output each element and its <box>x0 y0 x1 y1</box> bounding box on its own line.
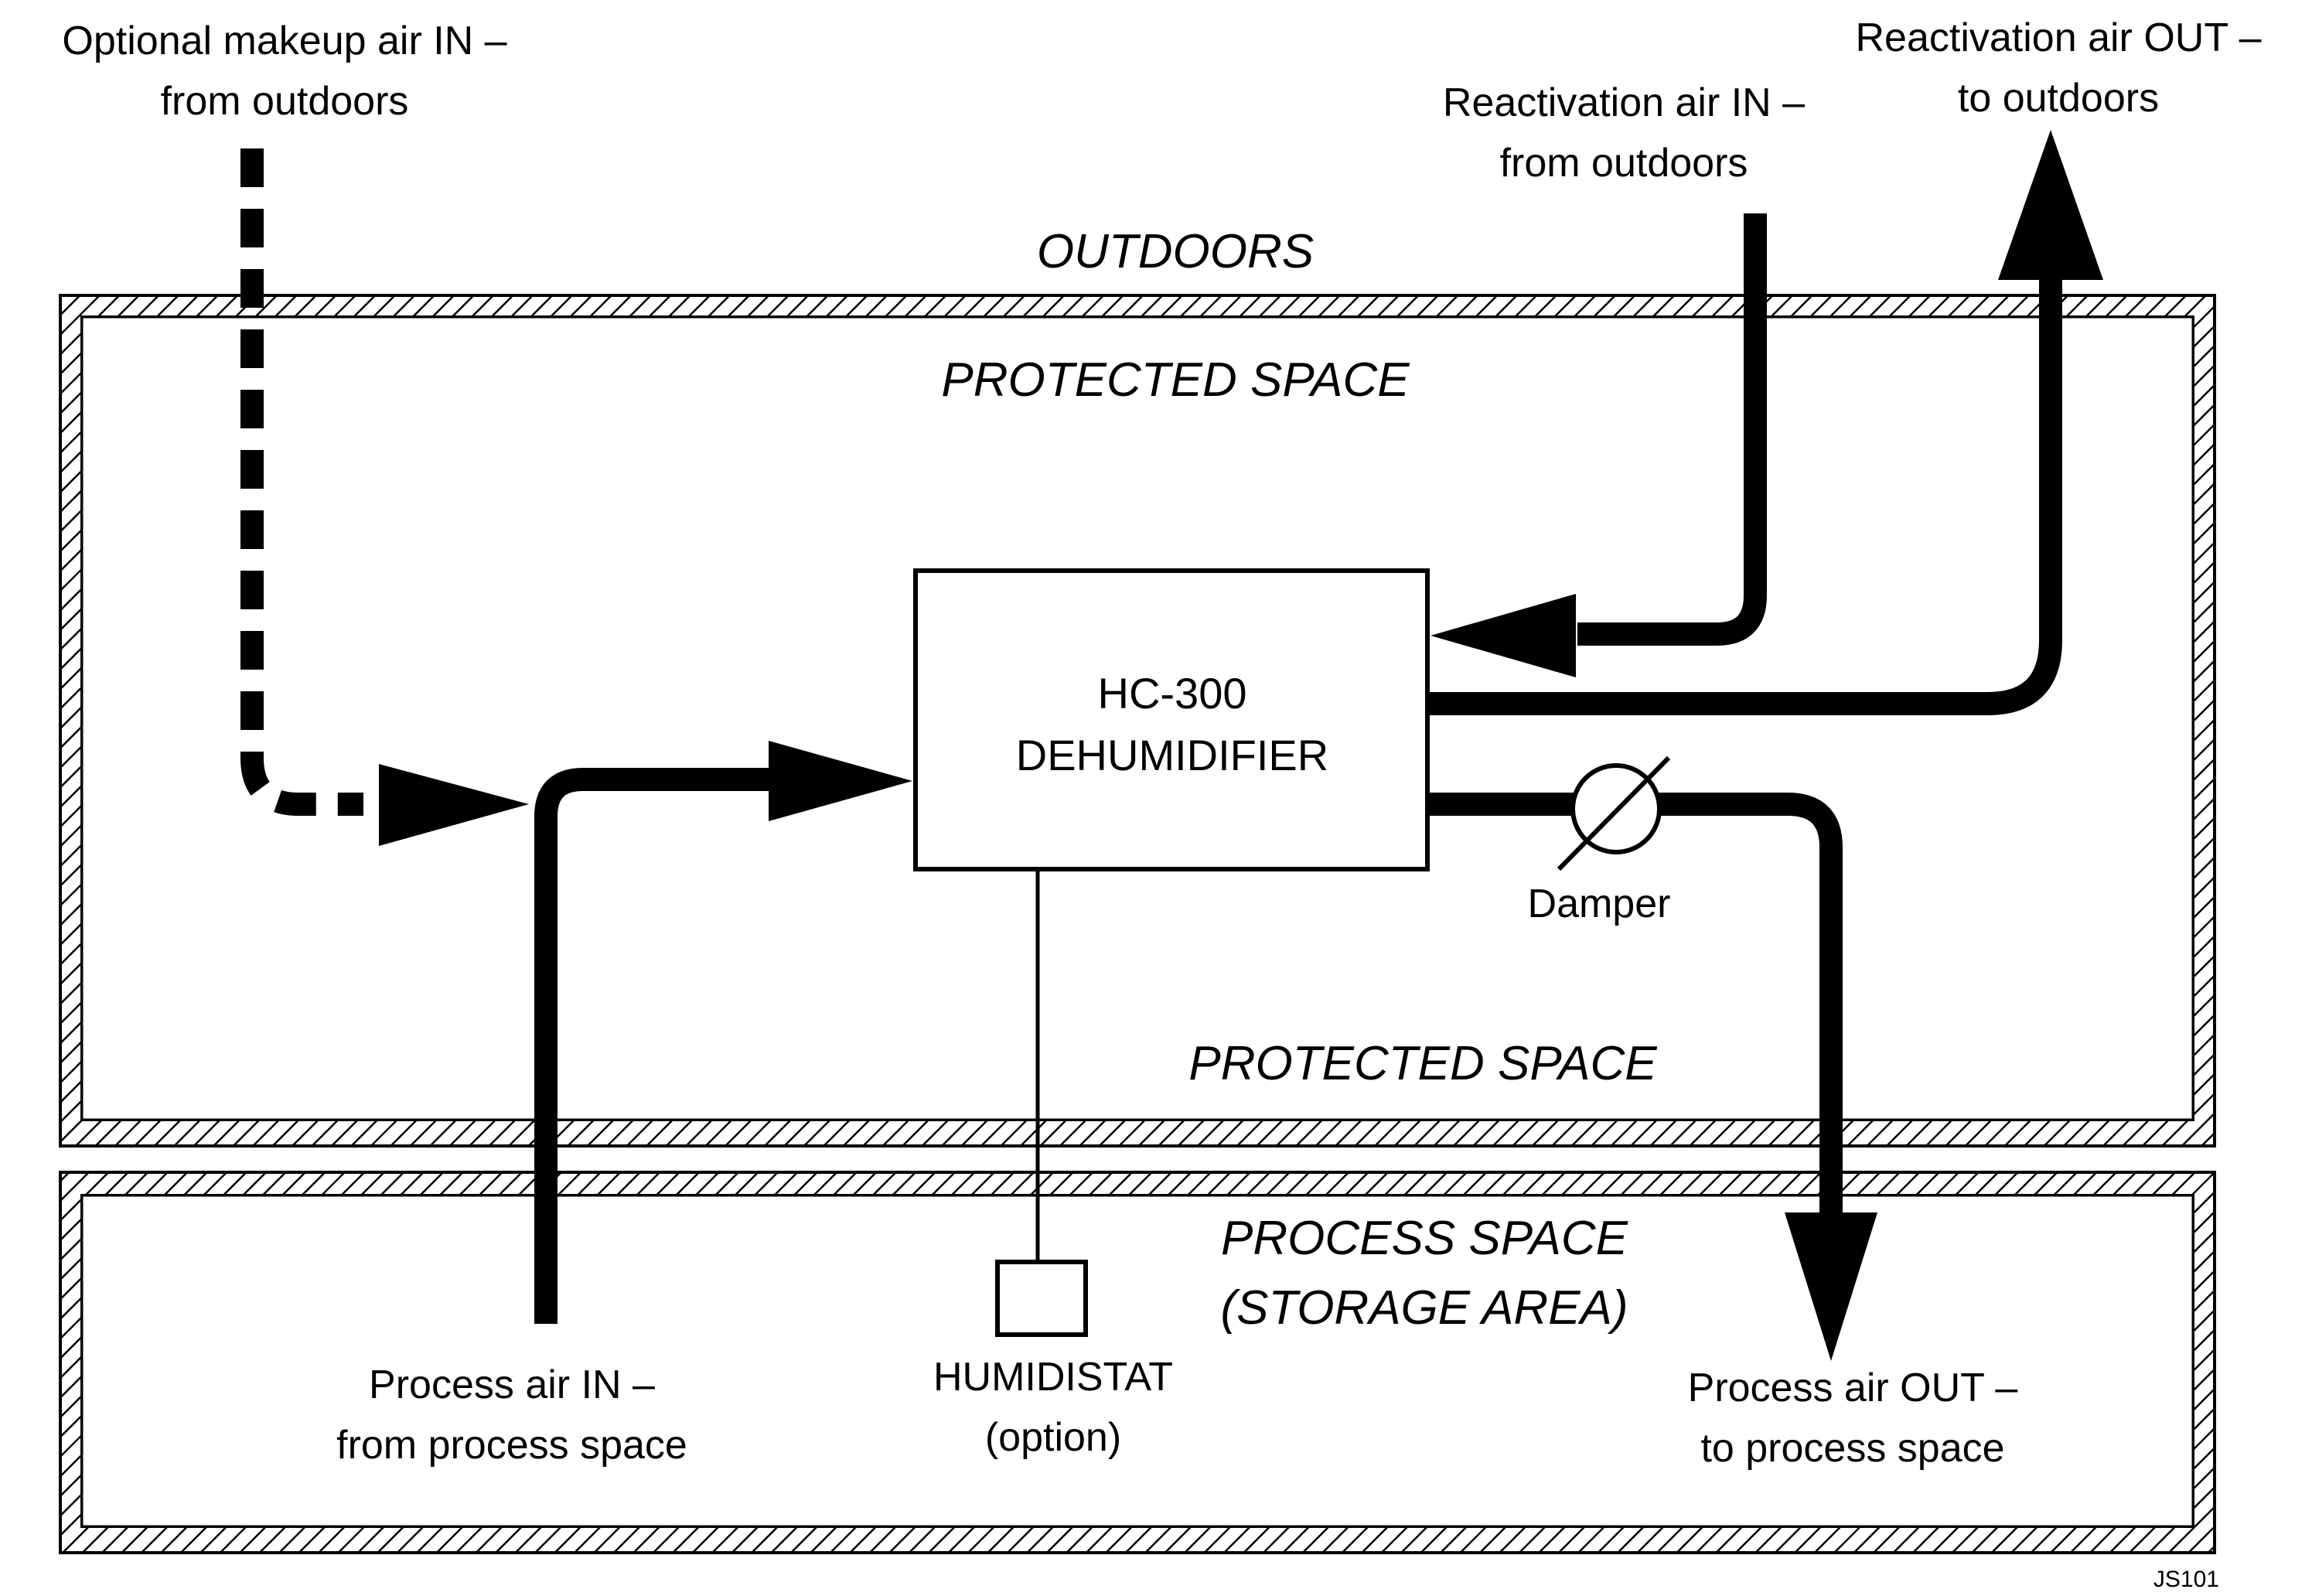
process-out-label-line2: to process space <box>1700 1426 2004 1471</box>
makeup-air-label-line2: from outdoors <box>161 79 409 124</box>
dehumidifier-box <box>913 568 1430 871</box>
protected-space-top-label: PROTECTED SPACE <box>941 353 1410 407</box>
dehumidifier-model-label: HC-300 <box>1098 669 1247 718</box>
process-air-in-duct <box>534 768 773 1324</box>
process-air-out-arrow <box>1785 1212 1877 1361</box>
outdoors-label: OUTDOORS <box>1037 225 1314 278</box>
figure-code: JS101 <box>2153 1567 2219 1592</box>
reactivation-out-label-line1: Reactivation air OUT – <box>1855 15 2261 60</box>
makeup-air-duct <box>240 148 363 816</box>
process-in-label-line1: Process air IN – <box>369 1362 655 1407</box>
humidistat-label-line2: (option) <box>985 1415 1121 1460</box>
reactivation-air-in-arrow <box>1431 594 1576 677</box>
dehumidifier-name-label: DEHUMIDIFIER <box>1016 731 1328 779</box>
makeup-air-arrow <box>379 764 529 846</box>
reactivation-air-out-arrow <box>1998 130 2103 280</box>
humidistat-box <box>995 1260 1088 1337</box>
protected-space-bottom-label: PROTECTED SPACE <box>1188 1037 1657 1090</box>
damper-symbol <box>1557 755 1671 871</box>
process-air-out-duct <box>1427 793 1843 1222</box>
reactivation-out-label-line2: to outdoors <box>1958 76 2159 121</box>
process-in-label-line2: from process space <box>336 1423 687 1468</box>
damper-label: Damper <box>1528 882 1671 926</box>
process-space-interior <box>80 1194 2194 1528</box>
process-space-label-line1: PROCESS SPACE <box>1221 1212 1628 1265</box>
reactivation-in-label-line1: Reactivation air IN – <box>1443 80 1805 125</box>
process-out-label-line1: Process air OUT – <box>1688 1366 2018 1410</box>
reactivation-in-label-line2: from outdoors <box>1500 141 1748 186</box>
reactivation-air-out-duct <box>1427 263 2062 715</box>
makeup-air-label-line1: Optional makeup air IN – <box>62 19 506 63</box>
reactivation-air-in-duct <box>1577 213 1767 646</box>
process-air-in-arrow <box>769 741 912 821</box>
process-space-label-line2: (STORAGE AREA) <box>1220 1281 1628 1335</box>
humidistat-label-line1: HUMIDISTAT <box>933 1355 1173 1400</box>
